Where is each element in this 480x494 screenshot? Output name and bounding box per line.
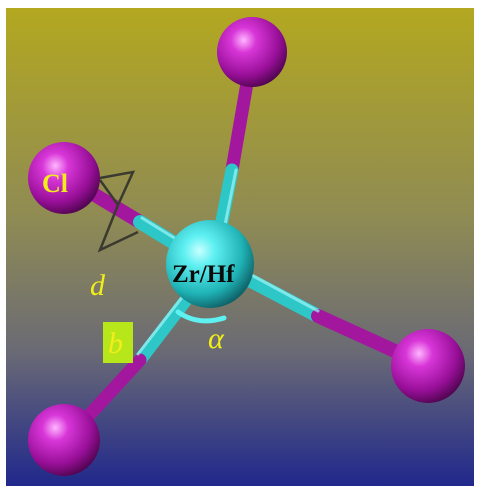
label-alpha: α (208, 322, 225, 355)
label-b: b (108, 327, 123, 360)
label-b-box (103, 322, 133, 363)
ligand-atom-top (217, 17, 287, 87)
label-cl: Cl (42, 169, 68, 198)
central-atom (166, 220, 254, 308)
ligand-atom-right (391, 329, 465, 403)
dihedral-marker (97, 170, 139, 253)
label-d: d (90, 269, 106, 302)
ligand-atom-bottom (28, 404, 100, 476)
angle-arc (175, 309, 227, 324)
label-center-atom: Zr/Hf (172, 261, 235, 288)
ligand-atom-cl (28, 142, 100, 214)
